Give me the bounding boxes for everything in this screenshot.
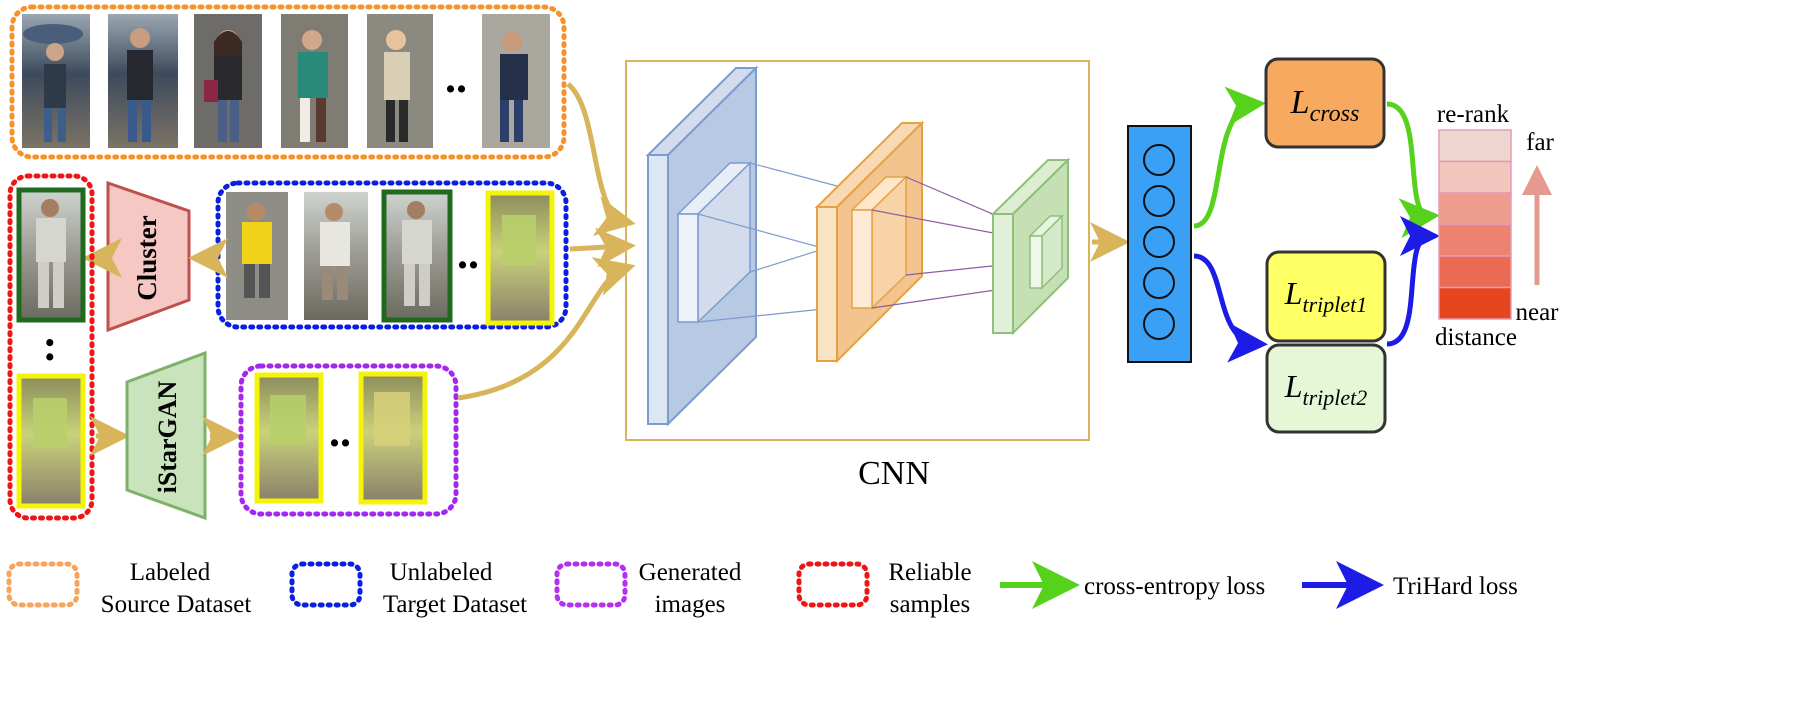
target-dataset-group: ..: [215, 180, 569, 330]
source-ellipsis: ..: [445, 53, 467, 102]
loss-cross-symbol: L: [1290, 84, 1310, 121]
rerank-far-label: far: [1526, 129, 1554, 156]
legend-reliable-line1: Reliable: [888, 559, 971, 586]
source-to-cnn-arrow: [566, 82, 636, 236]
loss-triplet2-subscript: triplet2: [1303, 385, 1368, 410]
cnn-frame: [625, 60, 1090, 441]
person-image: [254, 372, 324, 504]
loss-triplet2-symbol: L: [1284, 368, 1303, 404]
person-image: [358, 371, 428, 505]
cnn-layer-2: [814, 120, 925, 364]
feature-node: [1143, 308, 1175, 340]
loss-cross-box: Lcross: [1264, 57, 1386, 149]
feature-to-triplet-arrow: [1193, 253, 1268, 363]
reliable-ellipsis: :: [43, 321, 58, 370]
svg-text:Lcross: Lcross: [1290, 84, 1360, 127]
rerank-title: re-rank: [1437, 101, 1510, 128]
generated-images-box: [238, 363, 459, 517]
svg-text:Ltriplet2: Ltriplet2: [1284, 368, 1368, 410]
legend-item-target: Unlabeled Target Dataset: [289, 559, 527, 618]
legend-item-source: Labeled Source Dataset: [6, 559, 252, 618]
person-image: [16, 187, 86, 323]
rerank-bar: [1438, 129, 1512, 320]
person-image: [226, 192, 288, 320]
source-dataset-box: [9, 4, 567, 160]
generated-ellipsis: ..: [329, 407, 351, 456]
source-dataset-group: ..: [9, 4, 567, 160]
legend-generated-line1: Generated: [639, 559, 742, 586]
feature-node: [1143, 267, 1175, 299]
person-image: [381, 189, 453, 323]
person-image: [281, 14, 348, 148]
triplet-to-rerank-arrow: [1386, 216, 1440, 347]
loss-triplet2-box: Ltriplet2: [1265, 343, 1387, 434]
person-image: [194, 14, 262, 148]
generated-to-cnn-arrow: [457, 257, 636, 401]
target-to-cnn-arrow: [569, 227, 636, 268]
rerank-cell: [1438, 160, 1512, 194]
legend: Labeled Source Dataset Unlabeled Target …: [6, 559, 1518, 618]
cluster-module: Cluster: [106, 180, 191, 333]
legend-item-trihard: TriHard loss: [1302, 561, 1518, 609]
cross-to-rerank-arrow: [1386, 101, 1440, 238]
feature-vector: [1127, 125, 1192, 363]
target-ellipsis: ..: [457, 229, 479, 278]
cnn-block: [625, 60, 1090, 441]
source-image-strip: ..: [22, 14, 550, 148]
person-image: [16, 373, 86, 509]
person-image: [108, 14, 178, 148]
person-image: [482, 14, 550, 148]
loss-triplet1-subscript: triplet1: [1303, 292, 1368, 317]
person-image: [304, 192, 368, 320]
cnn-layer-1: [645, 65, 759, 427]
legend-cross-entropy-label: cross-entropy loss: [1084, 573, 1265, 600]
legend-target-line2: Target Dataset: [383, 591, 527, 618]
rerank-distance-label: distance: [1435, 324, 1517, 351]
istargan-module: iStarGAN: [125, 350, 207, 521]
feature-node: [1143, 226, 1175, 258]
loss-cross-subscript: cross: [1310, 101, 1360, 127]
feature-to-cross-arrow: [1193, 86, 1266, 229]
rerank-near-label: near: [1515, 299, 1559, 326]
legend-target-line1: Unlabeled: [390, 559, 493, 586]
legend-source-line2: Source Dataset: [101, 591, 252, 618]
cnn-label: CNN: [858, 455, 930, 492]
legend-item-cross-entropy: cross-entropy loss: [1000, 561, 1265, 609]
feature-node: [1143, 144, 1175, 176]
legend-item-generated: Generated images: [554, 559, 742, 618]
person-image: [485, 190, 555, 326]
cnn-layer-3: [990, 157, 1071, 336]
generated-images-group: ..: [238, 363, 459, 517]
person-image: [22, 14, 90, 148]
feature-node: [1143, 185, 1175, 217]
legend-reliable-line2: samples: [890, 591, 971, 618]
legend-item-reliable: Reliable samples: [796, 559, 972, 618]
rerank-panel: re-rank distance far near: [1435, 101, 1559, 351]
person-image: [367, 14, 433, 148]
svg-text:Ltriplet1: Ltriplet1: [1284, 275, 1368, 317]
cluster-label: Cluster: [132, 215, 162, 300]
rerank-cell: [1438, 286, 1512, 320]
legend-trihard-label: TriHard loss: [1393, 573, 1518, 600]
reliable-samples-box: [7, 173, 95, 521]
rerank-cell: [1438, 192, 1512, 226]
legend-generated-line2: images: [655, 591, 726, 618]
istargan-label: iStarGAN: [153, 380, 182, 493]
loss-triplet1-box: Ltriplet1: [1265, 250, 1387, 343]
rerank-cell: [1438, 223, 1512, 257]
rerank-cell: [1438, 129, 1512, 163]
legend-source-line1: Labeled: [130, 559, 211, 586]
loss-triplet1-symbol: L: [1284, 275, 1303, 311]
reliable-samples-group: :: [7, 173, 95, 521]
rerank-cell: [1438, 255, 1512, 289]
